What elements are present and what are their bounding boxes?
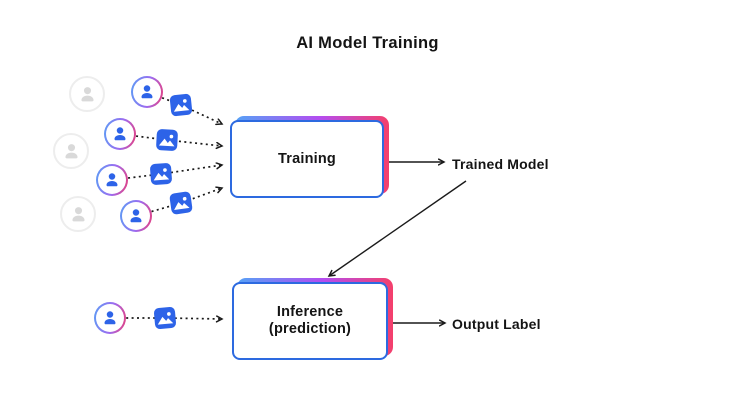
dotted-flow-4 (135, 188, 222, 217)
user-icon-background (106, 120, 134, 148)
user-icon-background (122, 202, 150, 230)
user-icon (120, 200, 152, 232)
inference-node-label: Inference (276, 304, 344, 320)
inference-node-sublabel: (prediction) (268, 321, 352, 337)
training-node-box: Training (230, 120, 384, 198)
user-icon-background (133, 78, 161, 106)
user-icon-background (96, 304, 124, 332)
image-icon (153, 306, 177, 330)
user-icon (131, 76, 163, 108)
inference-node: Inference (prediction) (232, 278, 393, 360)
user-faded-icon (53, 133, 89, 169)
user-icon-background (98, 166, 126, 194)
training-node-label: Training (278, 150, 336, 167)
training-node: Training (230, 116, 389, 198)
user-icon (94, 302, 126, 334)
image-icon (169, 93, 193, 117)
trained-model-label: Trained Model (452, 156, 549, 172)
image-icon (169, 191, 194, 216)
user-icon (96, 164, 128, 196)
image-icon (155, 128, 178, 151)
image-icon (149, 162, 172, 185)
user-faded-icon (60, 196, 96, 232)
inference-node-box: Inference (prediction) (232, 282, 388, 360)
arrow-trained-model-to-inference (329, 180, 467, 276)
output-label: Output Label (452, 316, 541, 332)
user-faded-icon (69, 76, 105, 112)
user-icon (104, 118, 136, 150)
diagram-title: AI Model Training (296, 34, 439, 52)
